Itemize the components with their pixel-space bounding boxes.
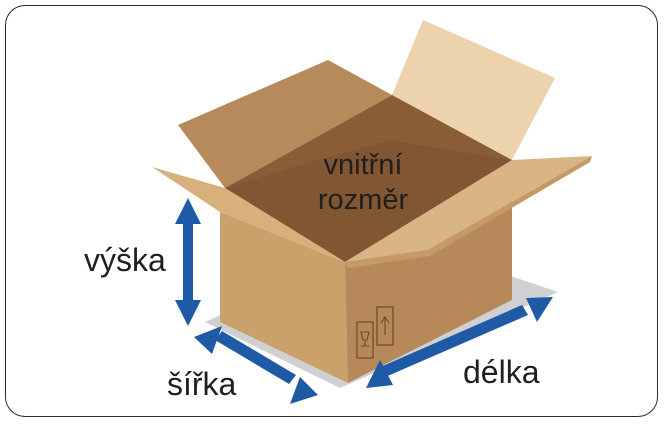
width-label: šířka: [167, 366, 237, 402]
front-right-flap: [345, 156, 592, 262]
box-interior-shade: [225, 140, 512, 262]
front-left-flap: [152, 167, 345, 262]
inner-dimension-line-2: rozměr: [317, 184, 409, 216]
inner-dimension-line-1: vnitřní: [323, 149, 403, 181]
height-label: výška: [84, 242, 166, 278]
back-left-flap: [178, 60, 392, 188]
box-left-side: [220, 212, 348, 383]
back-right-flap: [392, 20, 555, 160]
inner-dimension-label: vnitřní rozměr: [268, 148, 458, 218]
fragile-glass-icon: [356, 321, 374, 359]
length-label: délka: [463, 354, 540, 390]
height-arrow: [175, 198, 201, 326]
this-side-up-icon: [376, 306, 394, 346]
length-arrow: [366, 297, 553, 388]
width-arrow: [194, 326, 318, 404]
